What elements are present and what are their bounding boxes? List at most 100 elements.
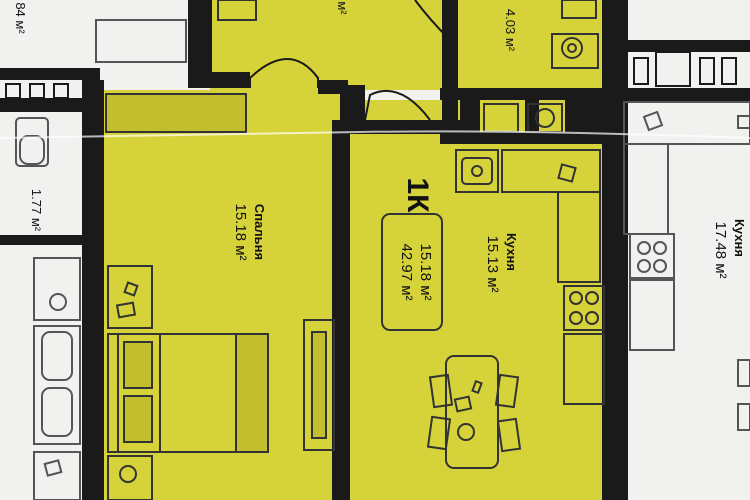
burner	[653, 259, 667, 273]
wall-left-lower	[0, 235, 90, 245]
kitchen-furniture	[426, 149, 605, 469]
door-kitchen-arc	[364, 90, 431, 121]
wardrobe	[105, 93, 247, 133]
sink-drain	[471, 165, 483, 177]
lamp-square	[115, 301, 137, 319]
lamp-square-small	[123, 281, 139, 297]
left-bath-room-box	[33, 257, 81, 321]
vent-opening	[5, 83, 21, 99]
living-area: 15.18 м²	[417, 243, 434, 300]
total-area: 42.97 м²	[398, 243, 415, 300]
shaft-circle	[535, 108, 555, 128]
doors	[249, 0, 451, 121]
wall-left-outer	[0, 68, 100, 80]
table-item	[471, 379, 483, 395]
burner	[585, 311, 599, 325]
top-room-area: м²	[335, 1, 350, 15]
room-labels: Спальня 15.18 м² Кухня 15.13 м² м² 4.03 …	[13, 1, 747, 292]
left-bath-top	[95, 19, 187, 63]
summary-box	[381, 213, 443, 331]
bath-fixture-top	[561, 0, 597, 19]
washbasin-drain	[567, 43, 577, 53]
bed-foot	[235, 333, 269, 453]
right-edge-box	[737, 359, 750, 387]
bed-pillow-top	[123, 341, 153, 389]
bedroom-area: 15.18 м²	[232, 203, 249, 260]
kitchen-area: 15.13 м²	[484, 235, 501, 292]
washbasin	[551, 33, 599, 69]
wall-left-strip	[0, 98, 100, 112]
stove	[563, 285, 605, 331]
wall-bedroom-left	[82, 80, 104, 500]
wall-middle	[332, 120, 350, 500]
zone-top-bath	[440, 0, 625, 100]
wall-shaft-c	[565, 100, 603, 134]
neighbor-kitchen-name: Кухня	[732, 219, 747, 257]
wall-top-horizontal	[188, 72, 250, 88]
right-vent-openings	[633, 51, 737, 87]
right-counter-lower	[629, 279, 675, 351]
vent-opening	[699, 57, 715, 85]
wall-top-vertical	[188, 0, 212, 80]
door-top-room-arc	[414, 0, 451, 41]
chair	[426, 415, 452, 451]
left-bottom-item	[43, 459, 63, 477]
wall-right-top	[628, 40, 750, 52]
dining-table	[445, 355, 499, 469]
wall-bath-bottom	[440, 88, 625, 100]
burner	[637, 241, 651, 255]
counter-item	[557, 163, 577, 183]
burner	[653, 241, 667, 255]
wall-bath-left	[442, 0, 458, 140]
kitchen-name: Кухня	[504, 233, 519, 271]
counter-lower	[563, 333, 605, 405]
vent-opening	[655, 51, 691, 87]
burner	[585, 291, 599, 305]
zone-kitchen	[343, 100, 618, 500]
nightstand-bottom	[107, 455, 153, 500]
washbasin-bowl	[561, 37, 583, 59]
wall-kitchen-top	[440, 132, 625, 144]
left-toilet-seat	[19, 135, 45, 165]
tv-screen	[311, 331, 327, 439]
wall-right	[602, 0, 628, 500]
burner	[569, 291, 583, 305]
counter-top	[501, 149, 601, 193]
right-fixtures	[623, 101, 750, 431]
apartment-type: 1К	[401, 178, 434, 214]
chair	[428, 373, 454, 409]
counter-side	[557, 191, 601, 283]
chair	[496, 417, 522, 453]
left-washer-inner	[41, 331, 73, 381]
left-washer	[33, 325, 81, 445]
bed-pillow-bottom	[123, 395, 153, 443]
left-bath-area: 1.77 м²	[29, 189, 44, 232]
vent-opening	[633, 57, 649, 85]
neighbor-kitchen-area: 17.48 м²	[712, 221, 729, 278]
left-toilet	[15, 117, 49, 167]
left-washer-inner-2	[41, 387, 73, 437]
right-counter	[623, 101, 750, 145]
left-bath-drain	[49, 293, 67, 311]
lamp-circle	[119, 465, 137, 483]
chair	[494, 373, 520, 409]
nightstand-top	[107, 265, 153, 329]
left-fixtures	[15, 19, 187, 500]
right-counter-item	[642, 110, 664, 132]
vent-opening	[53, 83, 69, 99]
sink-basin	[461, 157, 493, 185]
tv-stand	[303, 319, 335, 451]
wall-right-strip	[628, 88, 750, 102]
wall-middle-top	[340, 85, 365, 125]
bedroom-furniture	[105, 93, 335, 500]
table-item	[457, 423, 475, 441]
apartment-summary: 1К 15.18 м² 42.97 м²	[381, 178, 443, 331]
left-top-area: 84 м²	[13, 2, 28, 34]
paper-fold-line	[0, 130, 750, 139]
left-vent-openings	[5, 83, 69, 99]
right-edge-box-2	[737, 403, 750, 431]
left-bottom-box	[33, 451, 81, 500]
vent-opening	[721, 57, 737, 85]
burner	[637, 259, 651, 273]
